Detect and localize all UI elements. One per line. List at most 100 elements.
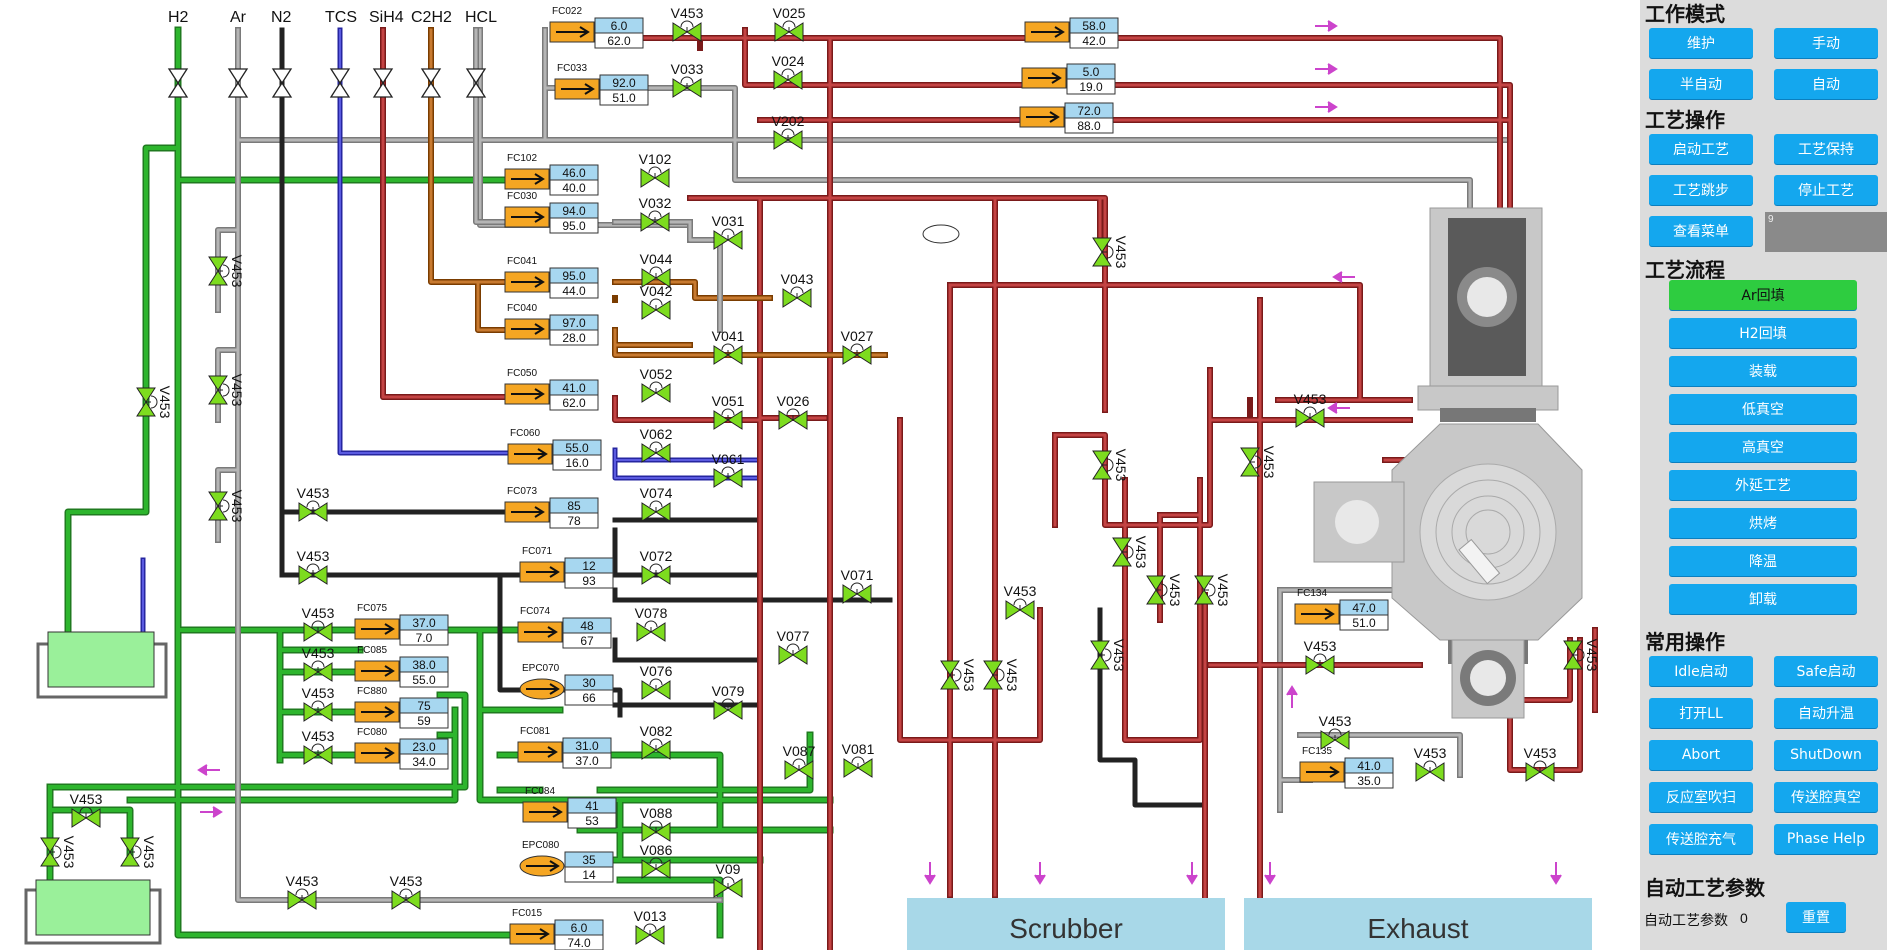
valve[interactable]: V453 — [1004, 583, 1037, 620]
valve-icon[interactable] — [303, 620, 333, 642]
valve-icon[interactable] — [641, 298, 671, 320]
valve[interactable]: V088 — [640, 805, 673, 842]
valve-icon[interactable] — [298, 563, 328, 585]
valve-icon[interactable] — [1112, 537, 1134, 567]
valve[interactable]: V453 — [302, 645, 335, 682]
transfer-vent-button[interactable]: 传送腔充气 — [1649, 824, 1753, 854]
stop-process-button[interactable]: 停止工艺 — [1774, 175, 1878, 205]
n2-hand-valve-icon[interactable] — [272, 68, 292, 98]
open-ll-button[interactable]: 打开LL — [1649, 698, 1753, 728]
valve[interactable]: V453 — [1304, 638, 1337, 675]
valve-icon[interactable] — [1525, 760, 1555, 782]
valve[interactable]: V013 — [634, 908, 667, 945]
valve-icon[interactable] — [713, 408, 743, 430]
valve[interactable]: V453 — [1194, 574, 1231, 607]
valve[interactable]: V453 — [302, 605, 335, 642]
valve[interactable]: V453 — [940, 659, 977, 692]
valve[interactable]: V453 — [1294, 391, 1327, 428]
valve[interactable]: V062 — [640, 426, 673, 463]
valve-icon[interactable] — [641, 563, 671, 585]
valve[interactable]: V078 — [635, 605, 668, 642]
tcs-hand-valve-icon[interactable] — [330, 68, 350, 98]
scrubber-tank[interactable] — [907, 898, 1225, 950]
valve-icon[interactable] — [287, 888, 317, 910]
sih4-hand-valve-icon[interactable] — [373, 68, 393, 98]
valve-icon[interactable] — [1092, 237, 1114, 267]
flow-controller[interactable]: 5.019.0 — [1021, 63, 1116, 95]
valve[interactable]: V026 — [777, 393, 810, 430]
valve-icon[interactable] — [983, 660, 1005, 690]
valve-icon[interactable] — [1092, 450, 1114, 480]
valve[interactable]: V453 — [208, 255, 245, 288]
idle-start-button[interactable]: Idle启动 — [1649, 656, 1753, 686]
valve-icon[interactable] — [391, 888, 421, 910]
manual-button[interactable]: 手动 — [1774, 28, 1878, 58]
valve[interactable]: V032 — [639, 195, 672, 232]
h2-tank[interactable] — [47, 631, 155, 688]
reactor[interactable] — [1313, 207, 1583, 719]
valve[interactable]: V453 — [286, 873, 319, 910]
reset-button[interactable]: 重置 — [1786, 902, 1846, 932]
ar-backfill-button[interactable]: Ar回填 — [1669, 280, 1857, 310]
purge-tank[interactable] — [35, 879, 151, 936]
valve[interactable]: V453 — [302, 728, 335, 765]
valve[interactable]: V086 — [640, 842, 673, 879]
ar-hand-valve-icon[interactable] — [228, 68, 248, 98]
valve-icon[interactable] — [1005, 598, 1035, 620]
valve-icon[interactable] — [298, 500, 328, 522]
valve-icon[interactable] — [636, 620, 666, 642]
valve[interactable]: V453 — [120, 836, 157, 869]
valve[interactable]: V076 — [640, 663, 673, 700]
hold-process-button[interactable]: 工艺保持 — [1774, 134, 1878, 164]
valve-icon[interactable] — [842, 343, 872, 365]
valve[interactable]: V025 — [773, 5, 806, 42]
valve-icon[interactable] — [713, 698, 743, 720]
skip-step-button[interactable]: 工艺跳步 — [1649, 175, 1753, 205]
valve[interactable]: V453 — [1240, 446, 1277, 479]
valve[interactable]: V453 — [1414, 745, 1447, 782]
valve[interactable]: V072 — [640, 548, 673, 585]
valve[interactable]: V033 — [671, 61, 704, 98]
valve-icon[interactable] — [303, 700, 333, 722]
start-process-button[interactable]: 启动工艺 — [1649, 134, 1753, 164]
semi-auto-button[interactable]: 半自动 — [1649, 69, 1753, 99]
valve[interactable]: V202 — [772, 113, 805, 150]
valve[interactable]: V453 — [1090, 639, 1127, 672]
shutdown-button[interactable]: ShutDown — [1774, 740, 1878, 770]
valve[interactable]: V453 — [1524, 745, 1557, 782]
low-vacuum-button[interactable]: 低真空 — [1669, 394, 1857, 424]
valve-icon[interactable] — [208, 375, 230, 405]
flow-controller[interactable]: 58.042.0 — [1024, 17, 1119, 49]
valve[interactable]: V102 — [639, 151, 672, 188]
valve-icon[interactable] — [1295, 406, 1325, 428]
load-button[interactable]: 装载 — [1669, 356, 1857, 386]
high-vacuum-button[interactable]: 高真空 — [1669, 432, 1857, 462]
valve-icon[interactable] — [843, 756, 873, 778]
valve[interactable]: V453 — [297, 548, 330, 585]
valve[interactable]: V077 — [777, 628, 810, 665]
valve[interactable]: V043 — [781, 271, 814, 308]
valve[interactable]: V024 — [772, 53, 805, 90]
valve-icon[interactable] — [120, 837, 142, 867]
valve-icon[interactable] — [778, 408, 808, 430]
valve[interactable]: V087 — [783, 743, 816, 780]
valve[interactable]: V042 — [640, 283, 673, 320]
valve[interactable]: V453 — [390, 873, 423, 910]
view-recipe-button[interactable]: 查看菜单 — [1649, 216, 1753, 246]
valve[interactable]: V453 — [208, 490, 245, 523]
